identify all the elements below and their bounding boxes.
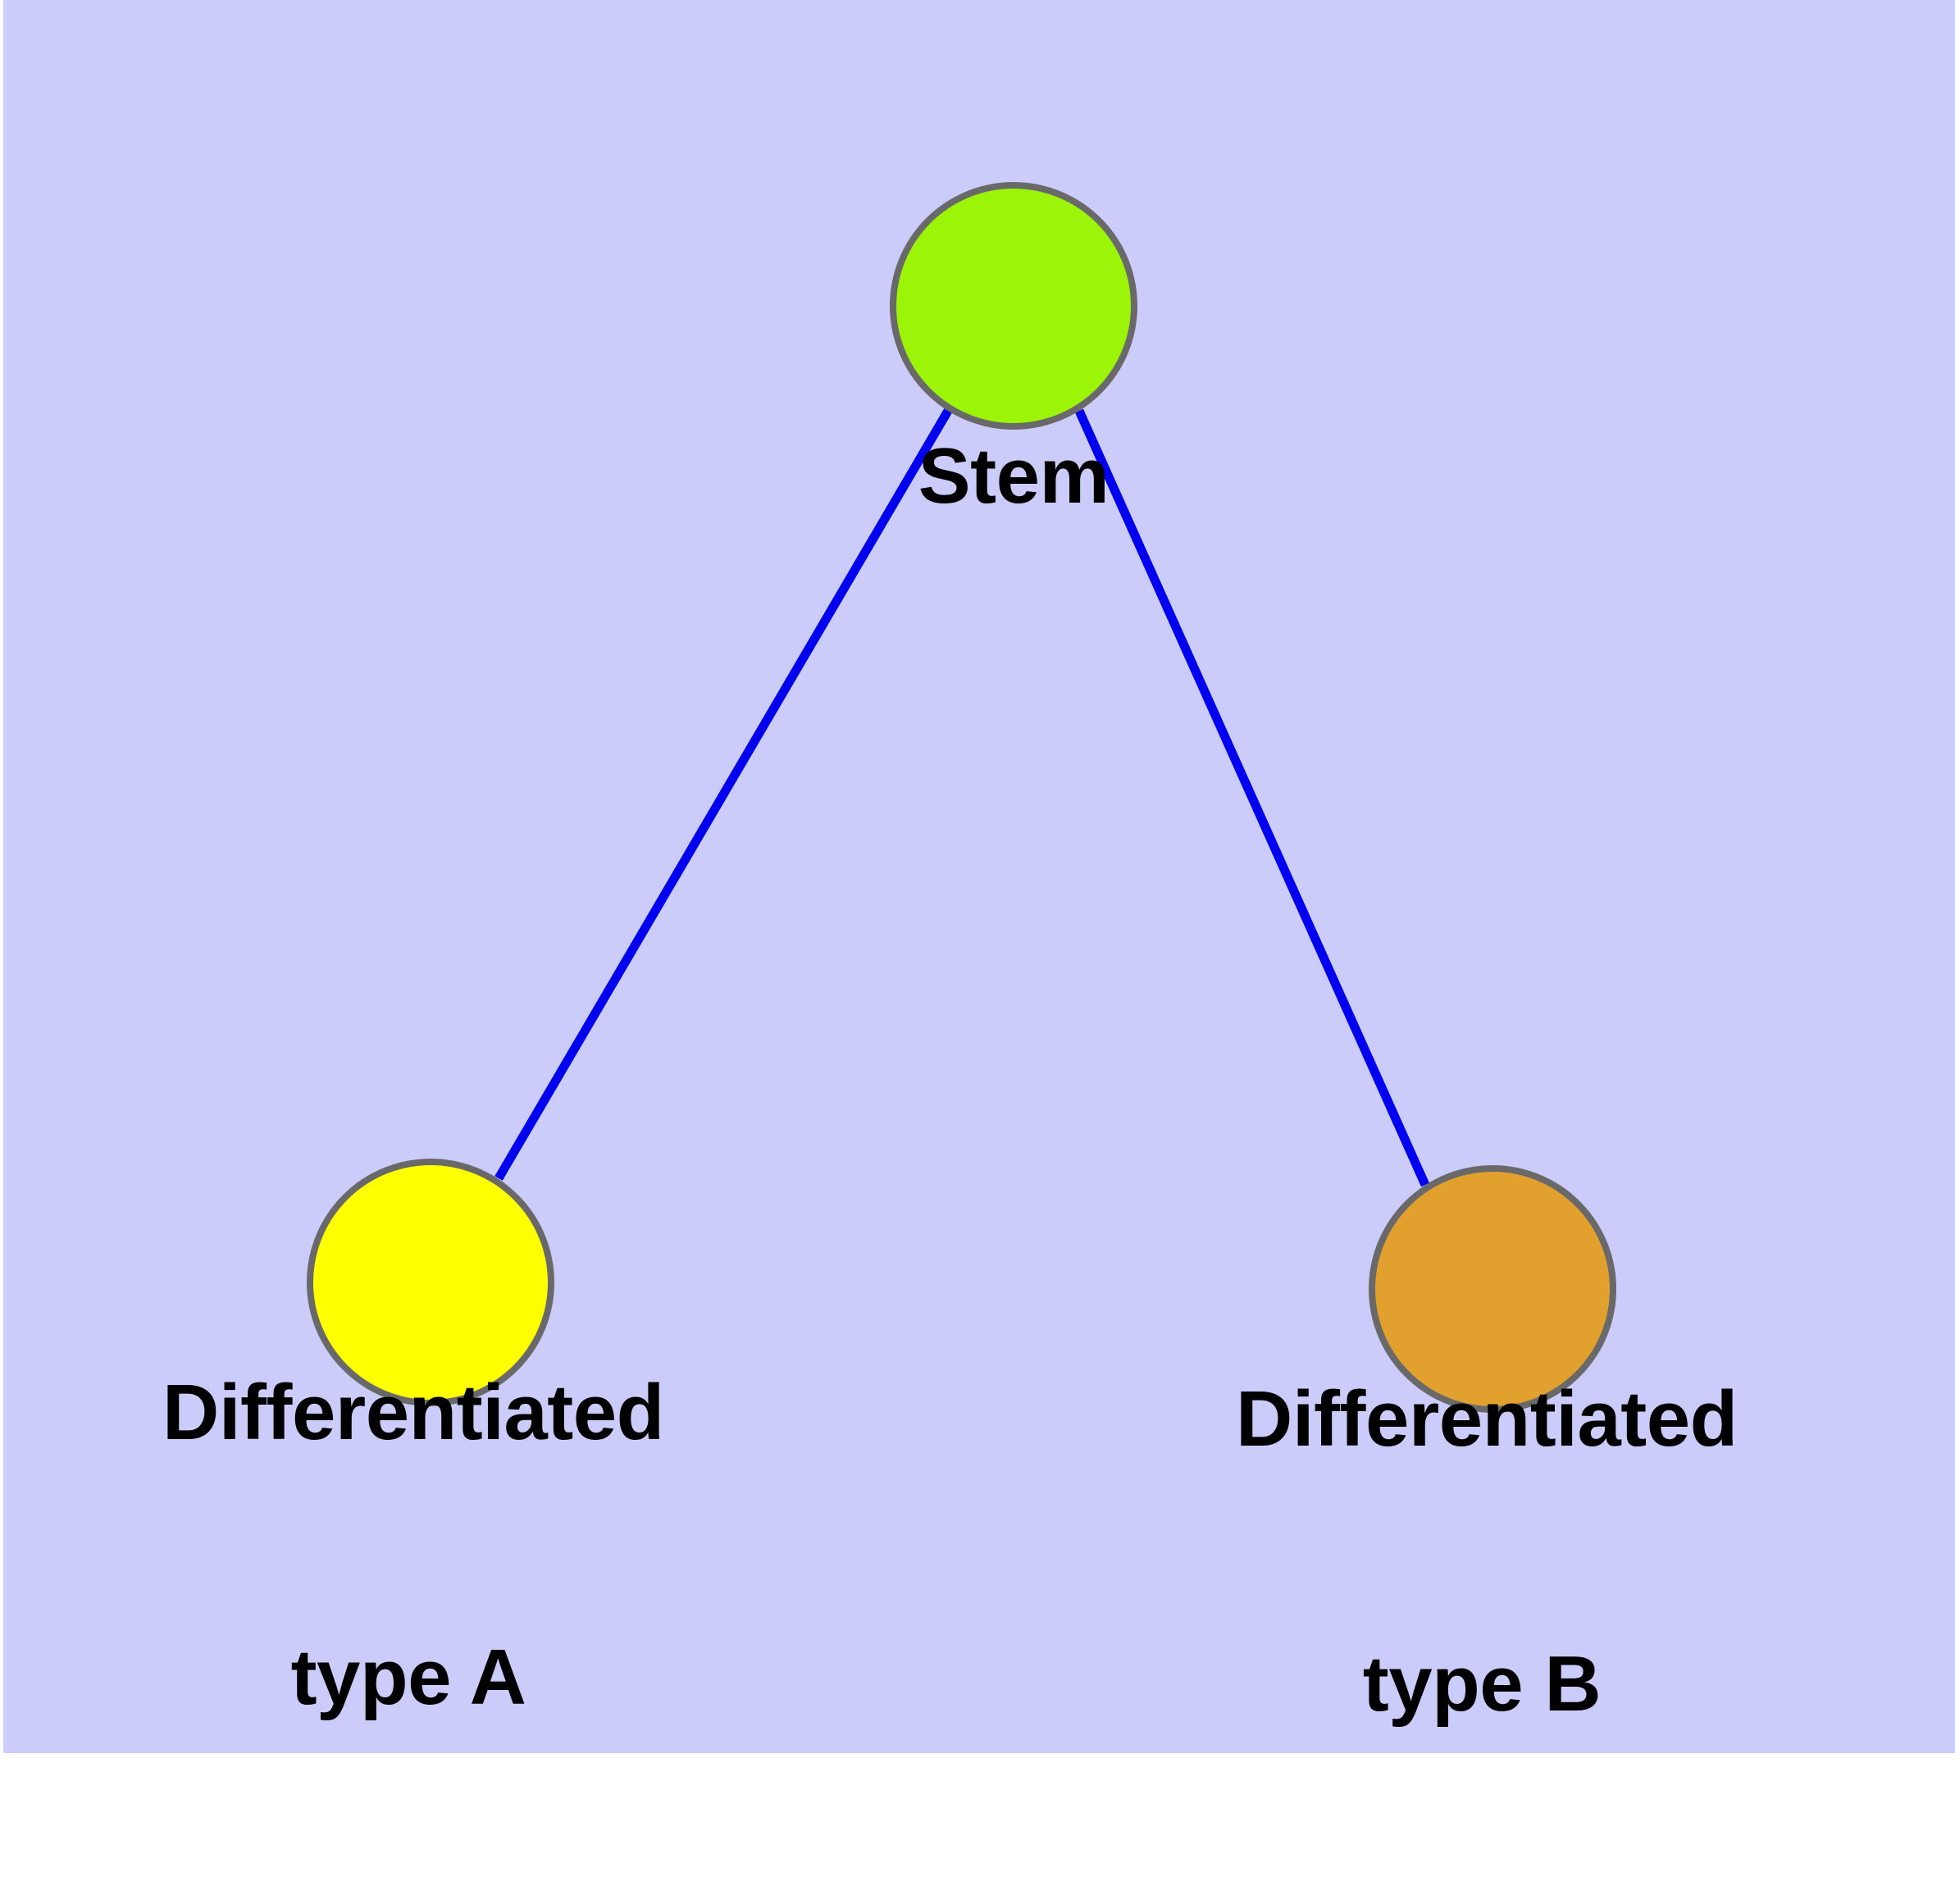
node-differentiated-type-a[interactable] bbox=[307, 1159, 554, 1406]
node-layer: Differentiated type A Differentiated typ… bbox=[3, 0, 1955, 1753]
diagram-canvas: Differentiated type A Differentiated typ… bbox=[0, 0, 1955, 1753]
node-label-line: type A bbox=[290, 1633, 526, 1721]
node-label-line: Stem bbox=[918, 432, 1110, 521]
edge-stem-to-type-a bbox=[494, 408, 952, 1181]
node-stem[interactable] bbox=[890, 182, 1137, 430]
edge-stem-to-type-b bbox=[1074, 408, 1430, 1187]
node-differentiated-type-b[interactable] bbox=[1369, 1165, 1616, 1413]
node-label-line: type B bbox=[1362, 1639, 1602, 1728]
edge-layer bbox=[494, 408, 1430, 1187]
